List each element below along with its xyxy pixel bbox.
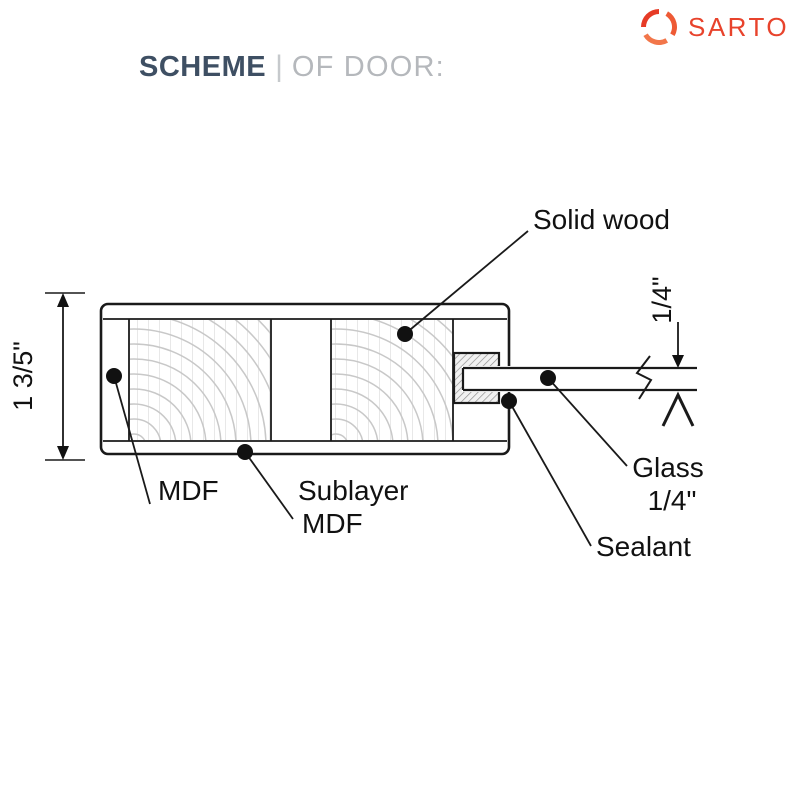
label-sealant: Sealant	[596, 531, 691, 562]
brand-name: SARTO	[688, 11, 790, 42]
glass-slot	[462, 366, 698, 392]
leader-line	[404, 230, 529, 335]
arrowhead-up-chevron-icon	[661, 391, 695, 427]
callout-mdf: MDF	[106, 368, 219, 506]
dimension-door-thickness: 1 3/5"	[8, 292, 85, 461]
label-solid-wood: Solid wood	[533, 204, 670, 235]
arrowhead-down-icon	[672, 355, 684, 368]
dimension-glass-thickness: 1/4"	[647, 276, 695, 427]
leader-line	[113, 375, 151, 505]
label-door-thickness: 1 3/5"	[8, 341, 38, 411]
callout-sublayer-mdf: Sublayer MDF	[237, 444, 409, 539]
label-sublayer: Sublayer	[298, 475, 409, 506]
label-sublayer-mdf: MDF	[302, 508, 363, 539]
sarto-logo-icon	[641, 9, 677, 45]
label-mdf: MDF	[158, 475, 219, 506]
callout-dot	[540, 370, 556, 386]
label-glass: Glass	[632, 452, 704, 483]
callout-dot	[501, 393, 517, 409]
label-glass-size: 1/4"	[648, 485, 697, 516]
callout-glass: Glass 1/4"	[540, 370, 704, 516]
callout-dot	[397, 326, 413, 342]
leader-line	[244, 451, 294, 520]
callout-solid-wood: Solid wood	[397, 204, 670, 342]
callout-dot	[106, 368, 122, 384]
wood-grain-left-panel	[130, 320, 270, 440]
title-scheme: SCHEME	[139, 51, 267, 83]
callout-dot	[237, 444, 253, 460]
wood-grain-right-panel	[332, 320, 452, 440]
brand-logo: SARTO	[639, 7, 789, 47]
arrowhead-up-icon	[57, 293, 69, 307]
glass-panel	[461, 355, 698, 400]
glass-break-symbol	[635, 355, 653, 400]
label-glass-thickness-dim: 1/4"	[647, 276, 677, 323]
title-of-door: OF DOOR:	[291, 51, 445, 83]
arrowhead-down-icon	[57, 446, 69, 460]
leader-line	[547, 377, 628, 467]
leader-line	[508, 400, 592, 547]
callout-sealant: Sealant	[501, 393, 691, 562]
title-separator: |	[275, 50, 283, 83]
page-title: SCHEME | OF DOOR:	[139, 50, 445, 84]
